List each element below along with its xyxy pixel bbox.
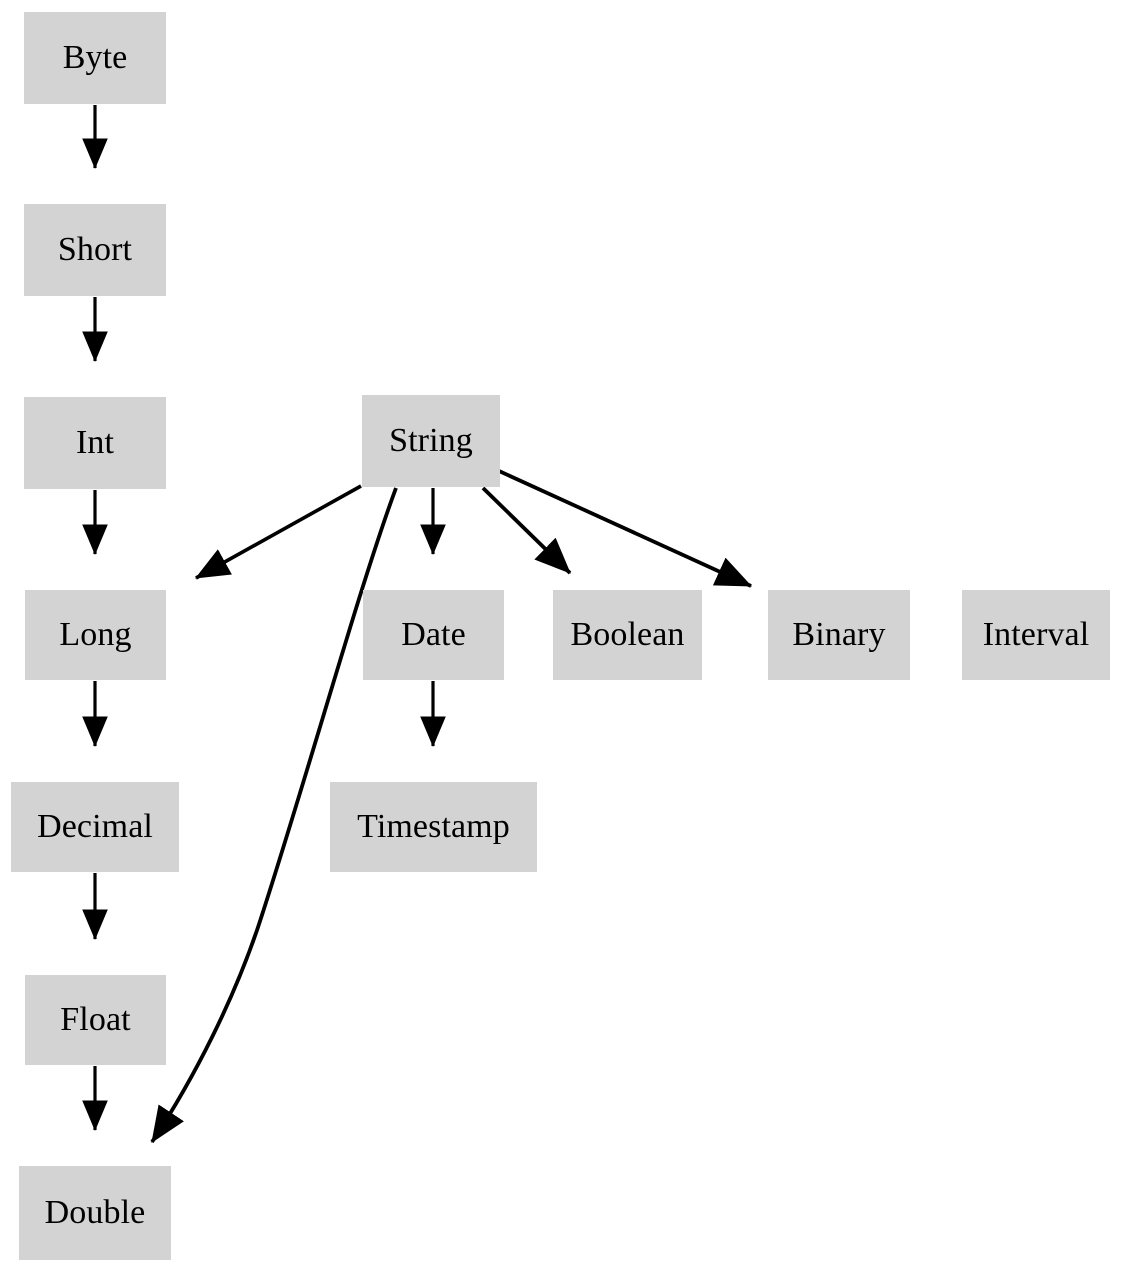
edge-string-binary (498, 469, 753, 588)
node-timestamp[interactable]: Timestamp (330, 782, 537, 872)
node-label-interval: Interval (982, 616, 1090, 653)
node-label-short: Short (57, 231, 133, 268)
node-date[interactable]: Date (363, 590, 504, 680)
node-int[interactable]: Int (24, 397, 166, 489)
node-label-byte: Byte (62, 39, 128, 76)
node-double[interactable]: Double (19, 1166, 171, 1260)
node-float[interactable]: Float (25, 975, 166, 1065)
node-label-decimal: Decimal (37, 808, 153, 845)
node-interval[interactable]: Interval (962, 590, 1110, 680)
node-string[interactable]: String (362, 395, 500, 487)
node-label-int: Int (75, 424, 115, 461)
node-decimal[interactable]: Decimal (11, 782, 179, 872)
edge-string-long (195, 484, 362, 580)
node-label-double: Double (44, 1194, 146, 1231)
node-label-boolean: Boolean (570, 616, 685, 653)
node-label-timestamp: Timestamp (357, 808, 510, 845)
node-boolean[interactable]: Boolean (553, 590, 702, 680)
edge-string-boolean (481, 486, 572, 575)
node-label-date: Date (401, 616, 466, 653)
node-label-long: Long (59, 616, 132, 653)
node-label-binary: Binary (792, 616, 886, 653)
node-long[interactable]: Long (25, 590, 166, 680)
node-label-string: String (389, 422, 473, 459)
node-binary[interactable]: Binary (768, 590, 910, 680)
node-label-float: Float (60, 1001, 131, 1038)
node-byte[interactable]: Byte (24, 12, 166, 104)
node-short[interactable]: Short (24, 204, 166, 296)
